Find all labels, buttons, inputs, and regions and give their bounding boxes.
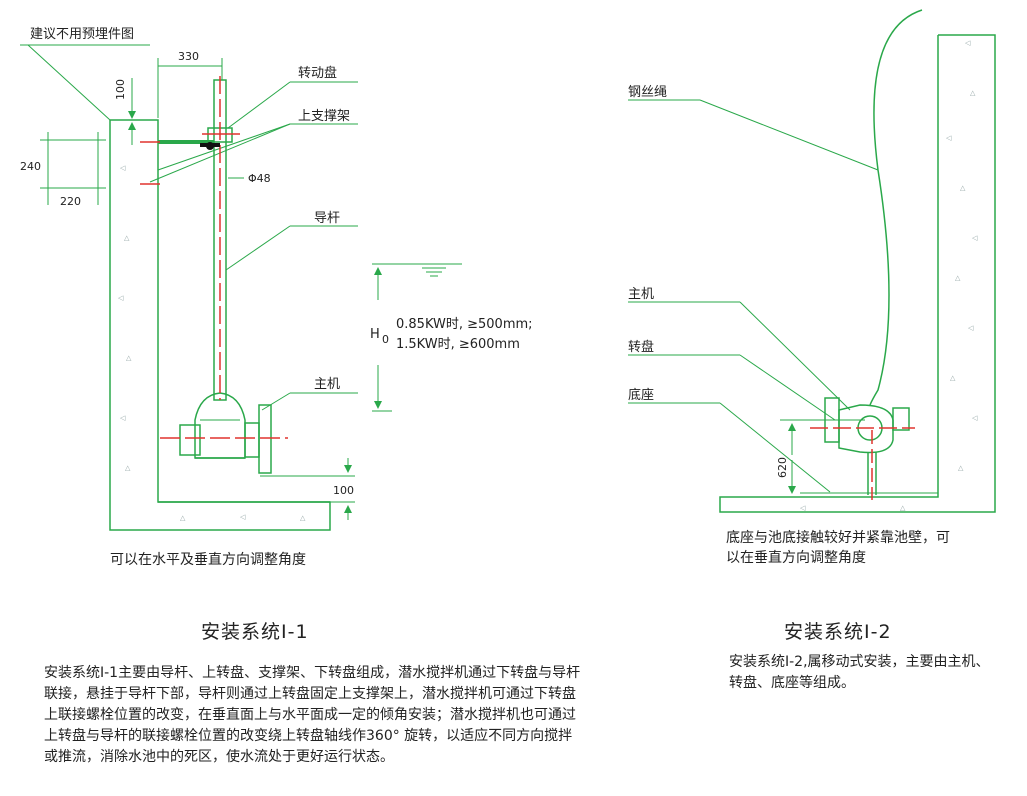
left-caption: 可以在水平及垂直方向调整角度	[110, 552, 306, 568]
h0-line1: 0.85KW时, ≥500mm;	[396, 317, 533, 332]
left-description: 安装系统Ⅰ-1主要由导杆、上转盘、支撑架、下转盘组成，潜水搅拌机通过下转盘与导杆…	[44, 665, 581, 765]
mixer-body-left	[194, 392, 246, 459]
label-main-unit-right: 主机	[628, 287, 654, 302]
right-caption-line2: 以在垂直方向调整角度	[726, 550, 866, 566]
svg-text:△: △	[180, 514, 186, 522]
pool-wall-right	[719, 34, 996, 513]
right-description: 安装系统Ⅰ-2,属移动式安装，主要由主机、转盘、底座等组成。	[729, 654, 990, 691]
svg-text:△: △	[900, 504, 906, 512]
svg-text:◁: ◁	[240, 513, 246, 521]
dim-240: 240	[20, 160, 41, 173]
right-caption-line1: 底座与池底接触较好并紧靠池壁，可	[726, 530, 950, 546]
right-title: 安装系统Ⅰ-2	[784, 621, 892, 643]
right-wall-hatch: ◁ △ ◁ △ ◁ △ ◁ △ ◁ △ ◁ △	[800, 39, 978, 512]
label-turntable-left: 转动盘	[298, 65, 337, 81]
dim-330: 330	[178, 50, 199, 63]
dim-100-bottom: 100	[333, 484, 354, 497]
right-centerlines	[810, 427, 915, 500]
svg-text:◁: ◁	[946, 134, 952, 142]
svg-text:△: △	[960, 184, 966, 192]
dim-100-top: 100	[114, 79, 127, 100]
svg-text:◁: ◁	[120, 164, 126, 172]
wire-rope	[869, 9, 923, 406]
svg-text:◁: ◁	[972, 414, 978, 422]
label-turntable-right: 转盘	[628, 339, 654, 355]
svg-text:△: △	[955, 274, 961, 282]
svg-text:△: △	[125, 464, 131, 472]
svg-text:◁: ◁	[118, 294, 124, 302]
dim-620: 620	[776, 457, 789, 478]
note-leader	[20, 44, 150, 121]
svg-text:◁: ◁	[972, 234, 978, 242]
svg-text:△: △	[958, 464, 964, 472]
dim-phi48: Φ48	[248, 172, 271, 185]
left-wall-hatch: ◁ △ ◁ △ ◁ △ △ ◁ △	[118, 164, 306, 522]
left-title: 安装系统Ⅰ-1	[201, 621, 309, 643]
label-upper-support: 上支撑架	[298, 109, 350, 124]
embed-section	[47, 139, 99, 189]
label-guide-rod: 导杆	[314, 211, 340, 226]
svg-text:◁: ◁	[965, 39, 971, 47]
left-centerlines	[140, 76, 288, 439]
svg-text:△: △	[126, 354, 132, 362]
svg-text:△: △	[970, 89, 976, 97]
h0-subscript: 0	[382, 333, 389, 346]
dim-220: 220	[60, 195, 81, 208]
svg-text:△: △	[950, 374, 956, 382]
svg-text:◁: ◁	[968, 324, 974, 332]
h0-symbol: H	[370, 327, 380, 342]
svg-text:△: △	[124, 234, 130, 242]
h0-line2: 1.5KW时, ≥600mm	[396, 337, 520, 352]
right-diagram	[628, 9, 996, 513]
svg-text:◁: ◁	[800, 504, 806, 512]
svg-text:△: △	[300, 514, 306, 522]
label-base: 底座	[628, 387, 654, 403]
label-main-unit-left: 主机	[314, 377, 340, 392]
svg-text:◁: ◁	[120, 414, 126, 422]
note-label: 建议不用预埋件图	[30, 27, 134, 42]
left-diagram	[20, 44, 462, 531]
label-wire-rope: 钢丝绳	[628, 85, 667, 100]
